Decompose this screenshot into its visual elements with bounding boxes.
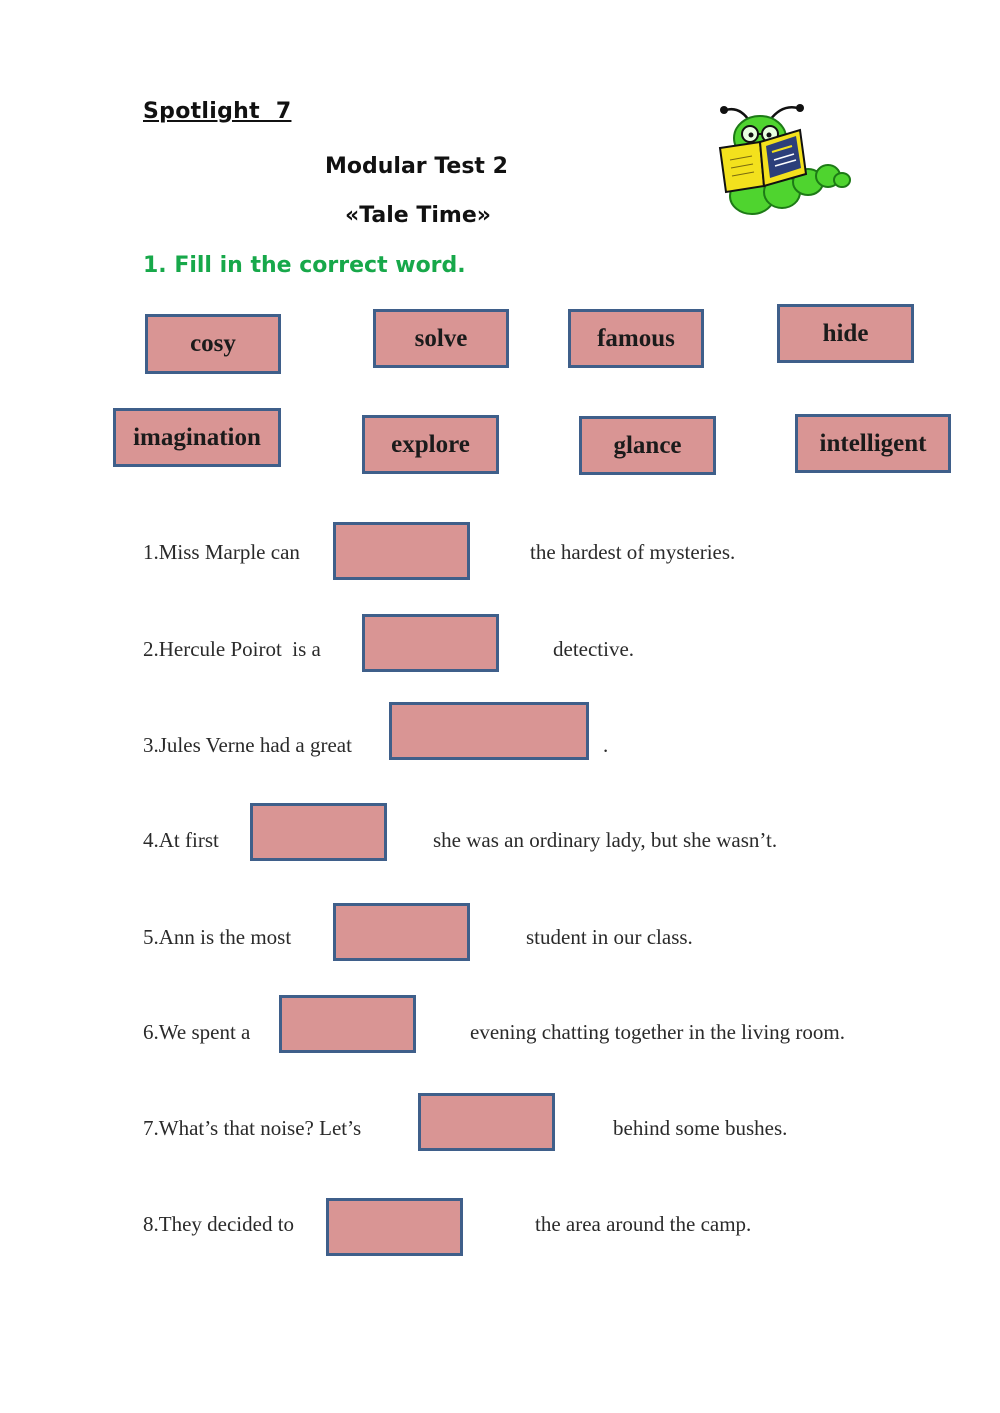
answer-blank-2[interactable] [362,614,499,672]
header-test-name: Modular Test 2 [325,154,508,179]
sentence-8-before: 8.They decided to [143,1212,295,1236]
answer-blank-5[interactable] [333,903,470,961]
sentence-4-after: she was an ordinary lady, but she wasn’t… [433,828,778,852]
answer-blank-1[interactable] [333,522,470,580]
answer-blank-8[interactable] [326,1198,463,1256]
sentence-1-after: the hardest of mysteries. [530,540,736,564]
sentence-6-before: 6.We spent a [143,1020,251,1044]
sentence-6-after: evening chatting together in the living … [470,1020,845,1044]
sentence-3-after: . [603,733,609,757]
word-card-imagination[interactable]: imagination [113,408,281,467]
header-title: «Tale Time» [345,203,491,228]
header-spotlight: Spotlight 7 [143,99,292,124]
sentence-2-before: 2.Hercule Poirot is a [143,637,321,661]
word-card-intelligent[interactable]: intelligent [795,414,951,473]
word-card-solve[interactable]: solve [373,309,509,368]
sentence-8-after: the area around the camp. [535,1212,752,1236]
answer-blank-4[interactable] [250,803,387,861]
sentence-7-before: 7.What’s that noise? Let’s [143,1116,362,1140]
sentence-5-before: 5.Ann is the most [143,925,292,949]
sentence-2-after: detective. [553,637,635,661]
word-card-cosy[interactable]: cosy [145,314,281,374]
answer-blank-6[interactable] [279,995,416,1053]
word-card-famous[interactable]: famous [568,309,704,368]
sentence-7-after: behind some bushes. [613,1116,788,1140]
answer-blank-3[interactable] [389,702,589,760]
instruction-heading: 1. Fill in the correct word. [143,253,466,278]
sentence-5-after: student in our class. [526,925,693,949]
sentence-1-before: 1.Miss Marple can [143,540,300,564]
word-card-hide[interactable]: hide [777,304,914,363]
sentence-4-before: 4.At first [143,828,219,852]
bookworm-reading-icon [718,104,851,215]
word-card-glance[interactable]: glance [579,416,716,475]
answer-blank-7[interactable] [418,1093,555,1151]
word-card-explore[interactable]: explore [362,415,499,474]
sentence-3-before: 3.Jules Verne had a great [143,733,352,757]
